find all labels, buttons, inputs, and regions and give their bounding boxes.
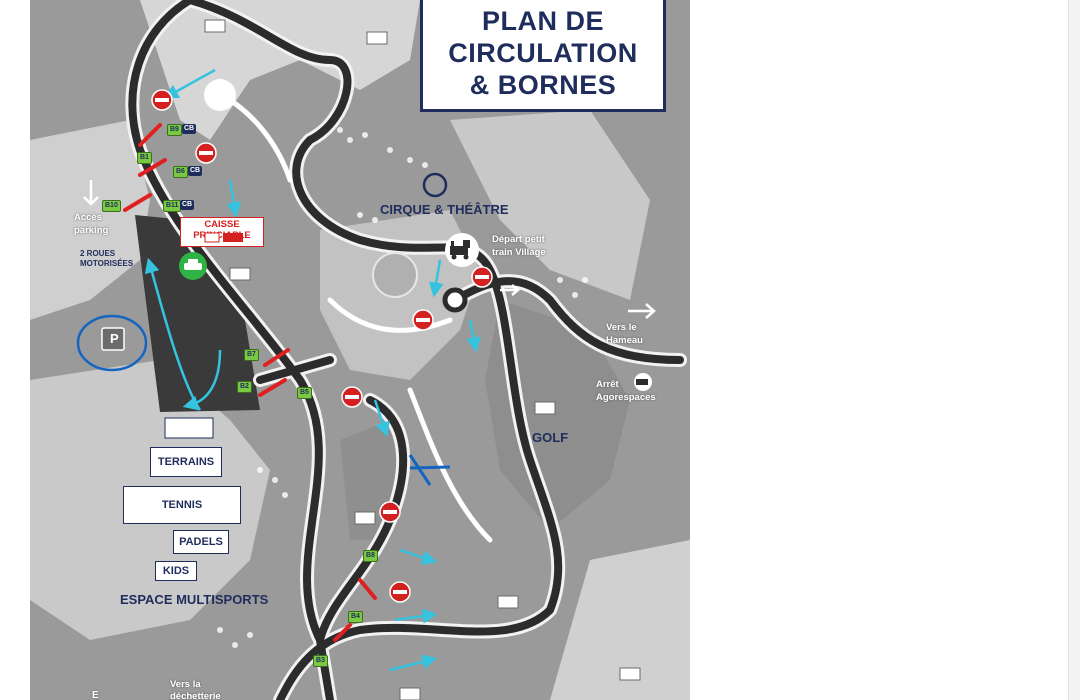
borne-b11: B11 xyxy=(163,200,182,212)
building-icon xyxy=(204,19,641,700)
label-espace-multisports: ESPACE MULTISPORTS xyxy=(120,592,269,607)
caisse-payment-icons xyxy=(204,232,243,243)
arrow-right-icon xyxy=(500,284,656,319)
borne-cb-2: CB xyxy=(188,166,203,176)
label-cirque-theatre: CIRQUE & THÉÂTRE xyxy=(380,202,509,217)
terrain-southeast xyxy=(550,540,690,700)
barrier-b10 xyxy=(123,193,152,212)
barrier-b4 xyxy=(333,623,352,642)
borne-b5: B5 xyxy=(297,387,312,399)
label-vers-dechetterie-1: Vers la xyxy=(170,679,201,690)
parking-p-letter: P xyxy=(110,331,119,346)
box-kids: KIDS xyxy=(155,561,197,581)
label-vers-dechetterie-2: déchetterie xyxy=(170,691,221,700)
borne-b2: B2 xyxy=(237,381,252,393)
barrier-b7 xyxy=(263,348,290,367)
flow-arrow-parking-2 xyxy=(182,349,222,411)
box-terrains: TERRAINS xyxy=(150,447,222,477)
barrier-b9 xyxy=(138,123,162,147)
title-line-3: & BORNES xyxy=(469,70,617,100)
parking-lot xyxy=(135,215,260,412)
borne-b9: B9 xyxy=(167,124,182,136)
arrow-down-icon xyxy=(83,180,99,206)
map-title-box: PLAN DE CIRCULATION & BORNES xyxy=(420,0,666,112)
barrier-b1 xyxy=(138,158,167,177)
caisse-title: CAISSE PRINCIAPLE xyxy=(193,219,251,241)
barrier-b8 xyxy=(358,578,377,600)
title-line-2: CIRCULATION xyxy=(448,38,638,68)
label-depart-1: Départ petit xyxy=(492,234,545,245)
box-tennis: TENNIS xyxy=(123,486,241,524)
label-arret-2: Agorespaces xyxy=(596,392,656,403)
flow-arrow-loop-1 xyxy=(226,179,242,218)
plaza-north xyxy=(204,79,236,111)
label-arret-1: Arrêt xyxy=(596,379,619,390)
terrain-light-north xyxy=(140,0,420,140)
label-edge-e: E xyxy=(92,690,99,700)
flow-arrow-south xyxy=(399,548,438,565)
terrain-light-west xyxy=(30,120,150,320)
parking-icon xyxy=(101,327,125,351)
label-vers-hameau-2: Hameau xyxy=(606,335,643,346)
main-road-west xyxy=(128,0,334,700)
borne-b6: B6 xyxy=(173,166,188,178)
flow-arrow-north xyxy=(163,68,216,99)
borne-cb-1: CB xyxy=(182,124,197,134)
borne-cb-3: CB xyxy=(180,200,195,210)
road-connector xyxy=(256,356,334,384)
path-north xyxy=(227,97,293,183)
caisse-principale-sign: CAISSE PRINCIAPLE xyxy=(180,217,264,247)
blank-sign-box xyxy=(164,417,214,439)
train-icon xyxy=(445,233,479,267)
flow-arrow-south-2 xyxy=(394,608,438,624)
terrain-golf xyxy=(485,300,630,530)
flow-arrow-bottom xyxy=(389,654,438,672)
borne-b10: B10 xyxy=(102,200,121,212)
terrain-light-east xyxy=(450,110,650,300)
roundabout-cirque-icon xyxy=(422,172,448,198)
page-scrollbar[interactable] xyxy=(1068,0,1080,700)
path-southeast xyxy=(407,387,493,543)
car-icon xyxy=(179,252,207,280)
title-line-1: PLAN DE xyxy=(481,6,604,36)
flow-arrow-inner xyxy=(373,399,390,438)
label-depart-2: train Village xyxy=(492,247,546,258)
barrier-b2 xyxy=(258,378,287,397)
cross-mark-icon xyxy=(408,454,451,486)
parking-circle-mark xyxy=(76,314,148,372)
trees xyxy=(217,127,588,648)
flow-arrow-loop-2 xyxy=(428,259,444,298)
flow-arrow-loop-3 xyxy=(466,319,481,353)
map-canvas xyxy=(30,0,690,700)
borne-b3: B3 xyxy=(313,655,328,667)
no-entry-icon xyxy=(151,89,493,603)
train-stop-icon xyxy=(634,373,652,391)
borne-b7: B7 xyxy=(244,349,259,361)
box-padels: PADELS xyxy=(173,530,229,554)
label-acces-1: Accès xyxy=(74,212,102,223)
label-2-roues-2: MOTORISÉES xyxy=(80,259,134,268)
label-2-roues-1: 2 ROUES xyxy=(80,249,116,258)
roundabout-icon xyxy=(442,287,468,313)
label-vers-hameau-1: Vers le xyxy=(606,322,637,333)
borne-b4: B4 xyxy=(348,611,363,623)
label-acces-2: parking xyxy=(74,225,109,236)
borne-b1: B1 xyxy=(137,152,152,164)
cirque-dome xyxy=(372,252,418,298)
borne-b8: B8 xyxy=(363,550,378,562)
circulation-map: PLAN DE CIRCULATION & BORNES CIRQUE & TH… xyxy=(30,0,690,700)
path-center xyxy=(327,297,453,333)
label-golf: GOLF xyxy=(532,430,569,445)
